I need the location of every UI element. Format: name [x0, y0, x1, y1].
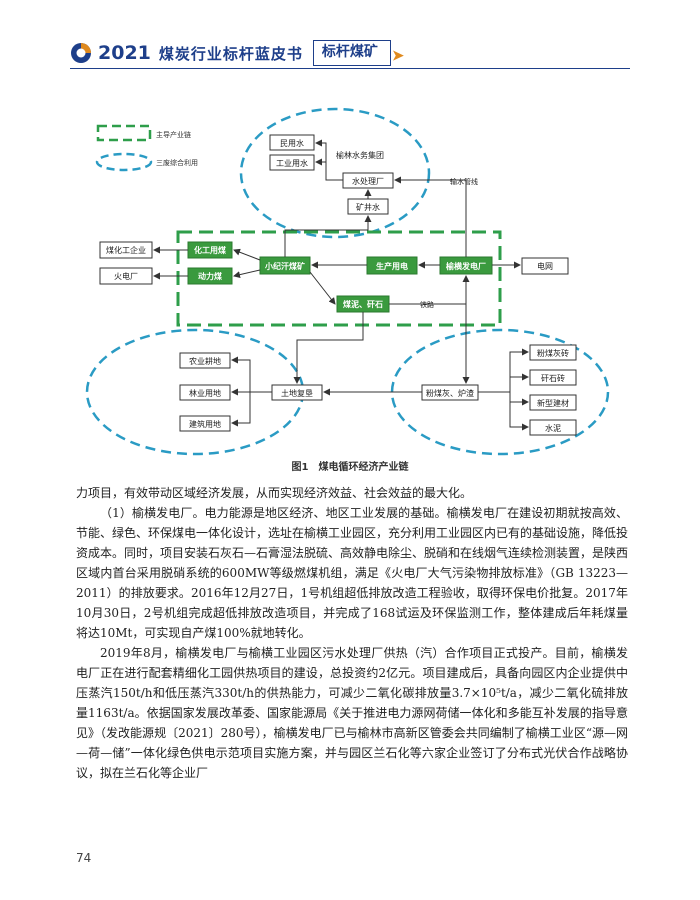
paragraph-continuation: 力项目，有效带动区域经济发展，从而实现经济效益、社会效益的最大化。 — [76, 486, 473, 500]
node-ash-brick — [529, 344, 577, 361]
node-grid-label: 电网 — [537, 261, 553, 271]
node-power-plant-customer — [99, 267, 153, 285]
node-agri-land — [179, 352, 231, 369]
node-cement-label: 水泥 — [545, 423, 561, 433]
node-gangue-brick — [529, 369, 577, 386]
node-civil-water — [269, 134, 315, 151]
node-civil-water-label: 民用水 — [280, 138, 304, 148]
legend-comprehensive-label: 三废综合利用 — [156, 158, 198, 167]
running-header: 2021 煤炭行业标杆蓝皮书 标杆煤矿 ➤ — [70, 40, 404, 66]
node-gangue-label: 煤泥、矸石 — [343, 299, 383, 309]
coal-power-circular-economy-diagram: 主导产业链 三废综合利用 民用水 工业用水 榆林水务集团 水处理厂 矿井水 输水… — [85, 107, 610, 456]
node-construction-land-label: 建筑用地 — [189, 419, 221, 429]
node-power-plant-label: 榆横发电厂 — [446, 261, 486, 271]
diagram-connectors — [153, 139, 529, 431]
node-industrial-water-label: 工业用水 — [276, 158, 308, 168]
node-construction-land — [179, 415, 231, 432]
node-ash-slag-label: 粉煤灰、炉渣 — [426, 388, 474, 398]
node-cement — [529, 419, 577, 436]
arrow-right-icon: ➤ — [392, 48, 404, 64]
paragraph-heating-project: 2019年8月，榆横发电厂与榆横工业园区污水处理厂供热（汽）合作项目正式投产。目… — [76, 646, 628, 780]
node-power-plant-customer-label: 火电厂 — [114, 271, 138, 281]
legend-main-chain-swatch — [96, 124, 152, 142]
legend-main-chain-label: 主导产业链 — [156, 130, 191, 139]
node-industrial-water — [269, 154, 315, 171]
node-agri-land-label: 农业耕地 — [189, 356, 221, 366]
water-reuse-ellipse — [239, 107, 431, 239]
node-water-group-label: 榆林水务集团 — [336, 150, 384, 160]
node-new-materials-label: 新型建材 — [537, 398, 569, 408]
page-number: 74 — [76, 851, 92, 865]
water-pipeline-label: 输水管线 — [450, 177, 478, 186]
header-series-title: 煤炭行业标杆蓝皮书 — [158, 44, 303, 63]
node-coal-chem-company-label: 煤化工企业 — [106, 245, 146, 255]
node-grid — [521, 257, 569, 275]
node-coal-chem-company — [99, 241, 153, 259]
node-forest-land-label: 林业用地 — [189, 388, 221, 398]
node-production-power-label: 生产用电 — [376, 261, 408, 271]
body-text: 力项目，有效带动区域经济发展，从而实现经济效益、社会效益的最大化。 （1）榆横发… — [76, 483, 628, 783]
node-ash-brick-label: 粉煤灰砖 — [537, 348, 569, 358]
node-mine-water-label: 矿井水 — [356, 202, 380, 212]
main-chain-boundary — [176, 230, 502, 327]
header-rule — [70, 68, 630, 69]
figure-caption: 图1 煤电循环经济产业链 — [291, 462, 409, 473]
node-forest-land — [179, 384, 231, 401]
node-power-coal-label: 动力煤 — [198, 271, 222, 281]
bluebook-logo-icon — [71, 43, 91, 63]
header-section-tag: 标杆煤矿 ➤ — [312, 40, 404, 66]
node-mine-label: 小纪汗煤矿 — [264, 261, 305, 271]
header-tag-label: 标杆煤矿 — [321, 44, 378, 60]
header-year: 2021 — [98, 42, 151, 64]
legend-comprehensive-swatch — [95, 152, 153, 172]
node-new-materials — [529, 394, 577, 411]
node-chem-coal-label: 化工用煤 — [194, 245, 226, 255]
ash-utilization-ellipse — [390, 328, 610, 456]
paragraph-yuheng-power-plant: （1）榆横发电厂。电力能源是地区经济、地区工业发展的基础。榆横发电厂在建设初期就… — [76, 506, 629, 640]
node-water-plant-label: 水处理厂 — [352, 176, 384, 186]
node-gangue-brick-label: 矸石砖 — [541, 373, 565, 383]
node-land-reclaim-label: 土地复垦 — [281, 388, 313, 398]
